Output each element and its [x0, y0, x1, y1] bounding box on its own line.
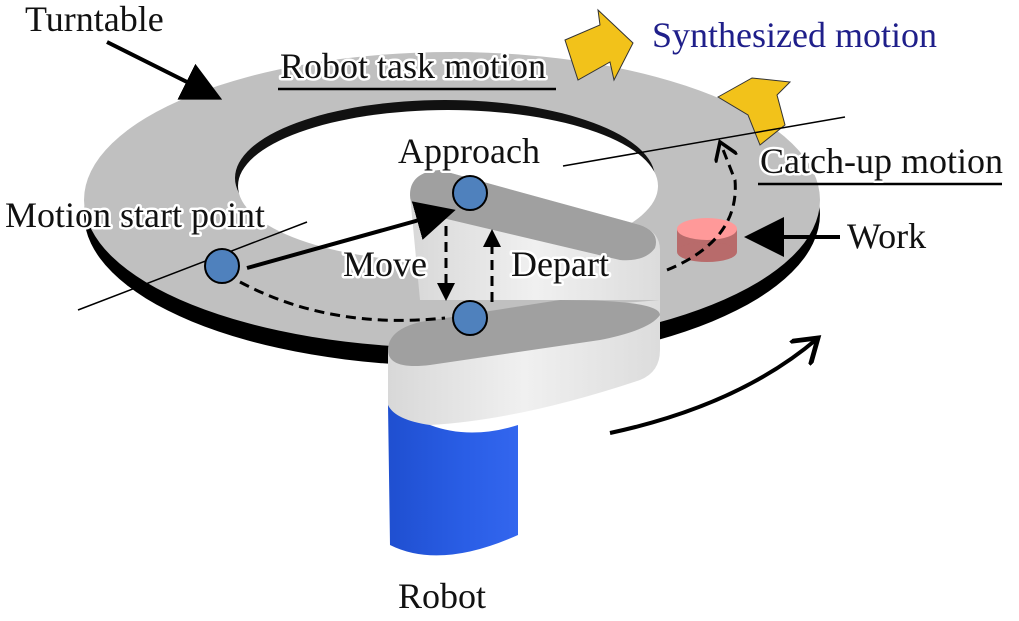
move-path — [239, 280, 446, 322]
robot-task-motion-label: Robot task motion — [280, 46, 546, 86]
catch-up-arrow-icon — [717, 77, 792, 146]
catch-up-path — [666, 142, 735, 272]
turntable-pointer-arrow — [106, 40, 223, 100]
synthesized-motion-arrow-icon — [564, 8, 634, 82]
synthesized-motion-label: Synthesized motion — [652, 15, 937, 55]
rotation-arrow — [609, 338, 818, 435]
robot-label: Robot — [398, 576, 486, 616]
catch-up-line — [562, 116, 846, 167]
work-piece — [677, 218, 737, 262]
work-point — [452, 300, 488, 336]
approach-point — [452, 175, 488, 211]
start-line — [77, 221, 308, 311]
motion-start-point — [204, 248, 240, 284]
approach-label: Approach — [398, 131, 540, 171]
depart-label: Depart — [511, 244, 609, 284]
robot-base — [388, 405, 518, 556]
work-label: Work — [847, 216, 926, 256]
move-label: Move — [343, 244, 427, 284]
approach-arrow — [246, 201, 456, 270]
turntable-label: Turntable — [25, 0, 164, 39]
catch-up-motion-label: Catch-up motion — [760, 141, 1003, 181]
motion-start-point-label: Motion start point — [5, 195, 265, 235]
